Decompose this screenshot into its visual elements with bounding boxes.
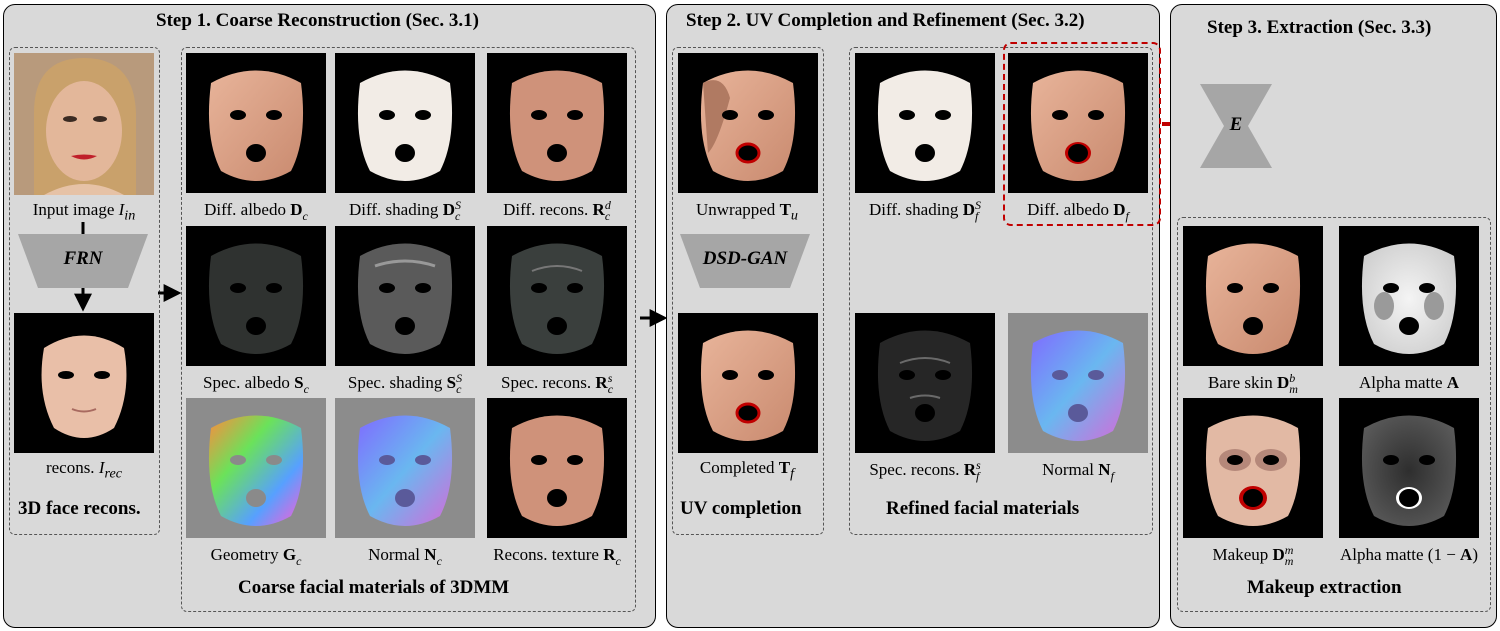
caption-alpha-matte-1-a: Alpha matte (1 − A): [1339, 545, 1478, 564]
dsd-gan-label: DSD-GAN: [702, 248, 788, 269]
makeup-group-box: [1177, 217, 1491, 612]
completed-caption: Completed Tf: [699, 458, 795, 482]
caption-normal-nc: Normal N c: [368, 545, 442, 569]
encoder-e-shape: [1200, 84, 1272, 168]
tile-recons-texture-rc: [487, 398, 627, 538]
unwrapped-caption: Unwrapped Tu: [696, 200, 798, 224]
tile-spec-recons-rfs: [855, 313, 995, 453]
recons-caption: recons. Irec: [45, 458, 123, 482]
tile-diff-albedo-df: [1008, 53, 1148, 193]
completed-tile: [678, 313, 818, 453]
recons-image-tile: [14, 313, 154, 453]
recon-group-box: [9, 47, 160, 535]
frn-network-shape: [18, 234, 148, 288]
tile-spec-recons-rcs: [487, 226, 627, 366]
coarse-group-box: [181, 47, 636, 612]
caption-recons-texture-rc: Recons. texture R c: [493, 545, 621, 569]
tile-normal-nf: [1008, 313, 1148, 453]
dsd-gan-network-shape: [680, 234, 810, 288]
uv-group-box: [672, 47, 824, 535]
tile-normal-nc: [335, 398, 475, 538]
tile-diff-shading-dcs: [335, 53, 475, 193]
input-image-tile: [14, 53, 154, 195]
refined-group-title: Refined facial materials: [886, 498, 1080, 519]
tile-geometry-gc: [186, 398, 326, 538]
tile-diff-albedo-dc: [186, 53, 326, 193]
highlight-box-diff-albedo: [1003, 42, 1161, 226]
coarse-group-title: Coarse facial materials of 3DMM: [238, 577, 510, 598]
caption-diff-albedo-df: Diff. albedo D f: [1027, 200, 1129, 224]
uv-group-title: UV completion: [680, 498, 802, 519]
caption-alpha-matte-a: Alpha matte A: [1358, 373, 1460, 392]
tile-bare-skin-dmb: [1183, 226, 1323, 366]
caption-diff-albedo-dc: Diff. albedo D c: [204, 200, 308, 224]
tile-diff-recons-rcd: [487, 53, 627, 193]
tile-spec-shading-scs: [335, 226, 475, 366]
recon-group-title: 3D face recons.: [18, 498, 141, 519]
panel2-title: Step 2. UV Completion and Refinement (Se…: [686, 10, 1085, 31]
tile-spec-albedo-sc: [186, 226, 326, 366]
input-image-caption: Input image Iin: [32, 200, 136, 224]
tile-makeup-dmm: [1183, 398, 1323, 538]
caption-normal-nf: Normal N f: [1042, 460, 1114, 484]
makeup-group-title: Makeup extraction: [1247, 577, 1402, 598]
refined-group-box: [849, 47, 1153, 535]
panel3-title: Step 3. Extraction (Sec. 3.3): [1207, 17, 1432, 38]
frn-label: FRN: [63, 248, 103, 269]
panel1-title: Step 1. Coarse Reconstruction (Sec. 3.1): [156, 10, 479, 31]
caption-spec-albedo-sc: Spec. albedo S c: [203, 373, 309, 397]
tile-alpha-matte-a: [1339, 226, 1479, 366]
unwrapped-tile: [678, 53, 818, 193]
tile-diff-shading-dfs: [855, 53, 995, 193]
tile-alpha-matte-1-a: [1339, 398, 1479, 538]
encoder-e-label: E: [1229, 114, 1243, 135]
caption-geometry-gc: Geometry G c: [210, 545, 302, 569]
